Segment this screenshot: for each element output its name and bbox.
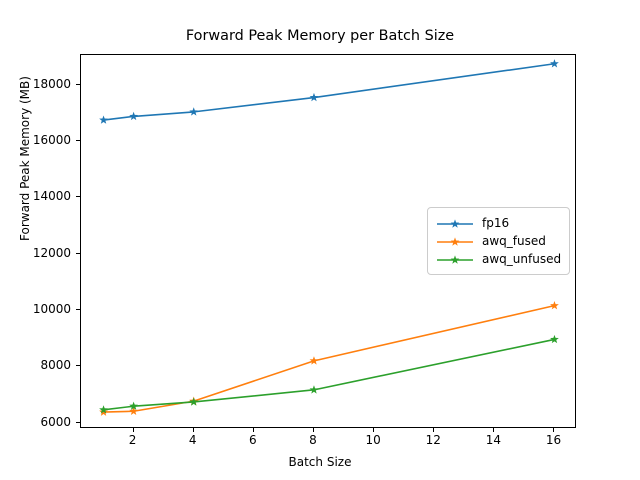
x-tick-mark bbox=[312, 428, 314, 432]
series-awq_fused bbox=[99, 301, 559, 416]
x-tick-label: 8 bbox=[309, 433, 317, 447]
data-point-marker bbox=[309, 385, 319, 394]
series-line bbox=[102, 338, 556, 411]
y-tick-label: 12000 bbox=[32, 245, 71, 260]
y-tick-mark bbox=[76, 365, 80, 367]
data-point-marker bbox=[550, 334, 559, 344]
y-tick-mark bbox=[76, 308, 80, 310]
x-tick-mark bbox=[192, 428, 194, 432]
y-tick-label: 18000 bbox=[32, 76, 71, 91]
legend-item-fp16: fp16 bbox=[436, 214, 561, 232]
x-tick-mark bbox=[433, 428, 435, 432]
legend-label: awq_unfused bbox=[482, 252, 562, 266]
y-tick-label: 6000 bbox=[40, 414, 71, 429]
x-tick-label: 2 bbox=[128, 433, 137, 447]
series-lines bbox=[99, 59, 559, 416]
x-tick-mark bbox=[373, 428, 375, 432]
data-point-marker bbox=[550, 301, 559, 310]
y-tick-mark bbox=[76, 421, 80, 423]
legend: fp16 awq_fused awq_unfused bbox=[427, 207, 570, 275]
y-tick-label: 16000 bbox=[32, 132, 71, 147]
data-point-marker bbox=[129, 401, 138, 410]
data-point-marker bbox=[99, 115, 108, 124]
x-tick-label: 6 bbox=[249, 433, 257, 447]
y-axis-label: Forward Peak Memory (MB) bbox=[18, 76, 32, 241]
y-tick-label: 14000 bbox=[32, 189, 71, 204]
series-line bbox=[102, 304, 556, 413]
data-point-marker bbox=[309, 92, 319, 102]
legend-item-awq_fused: awq_fused bbox=[436, 232, 561, 250]
data-point-marker bbox=[550, 59, 559, 68]
x-tick-label: 16 bbox=[545, 433, 562, 447]
y-tick-label: 10000 bbox=[32, 301, 71, 316]
y-tick-mark bbox=[76, 139, 80, 141]
y-tick-mark bbox=[76, 252, 80, 254]
x-tick-label: 4 bbox=[188, 433, 197, 447]
x-tick-label: 14 bbox=[485, 433, 501, 447]
legend-label: awq_fused bbox=[482, 234, 546, 248]
x-tick-mark bbox=[493, 428, 495, 432]
y-tick-mark bbox=[76, 83, 80, 85]
series-line bbox=[102, 62, 556, 121]
legend-label: fp16 bbox=[482, 216, 510, 230]
legend-swatch-icon bbox=[436, 234, 474, 248]
x-tick-mark bbox=[132, 428, 134, 432]
data-point-marker bbox=[129, 111, 138, 121]
data-point-marker bbox=[189, 107, 199, 116]
x-tick-mark bbox=[252, 428, 254, 432]
series-awq_unfused bbox=[99, 334, 559, 414]
y-tick-label: 8000 bbox=[40, 358, 71, 373]
data-point-marker bbox=[309, 356, 319, 365]
x-axis-label: Batch Size bbox=[288, 455, 352, 469]
legend-item-awq_unfused: awq_unfused bbox=[436, 250, 561, 268]
data-point-marker bbox=[189, 397, 199, 406]
data-point-marker bbox=[99, 405, 108, 414]
chart-title: Forward Peak Memory per Batch Size bbox=[185, 28, 455, 44]
y-tick-mark bbox=[76, 196, 80, 198]
series-fp16 bbox=[99, 59, 559, 124]
x-tick-label: 10 bbox=[365, 433, 381, 447]
legend-swatch-icon bbox=[436, 252, 474, 266]
legend-swatch-icon bbox=[436, 216, 474, 230]
x-tick-label: 12 bbox=[425, 433, 441, 447]
data-point-marker bbox=[129, 406, 138, 415]
x-tick-mark bbox=[553, 428, 555, 432]
